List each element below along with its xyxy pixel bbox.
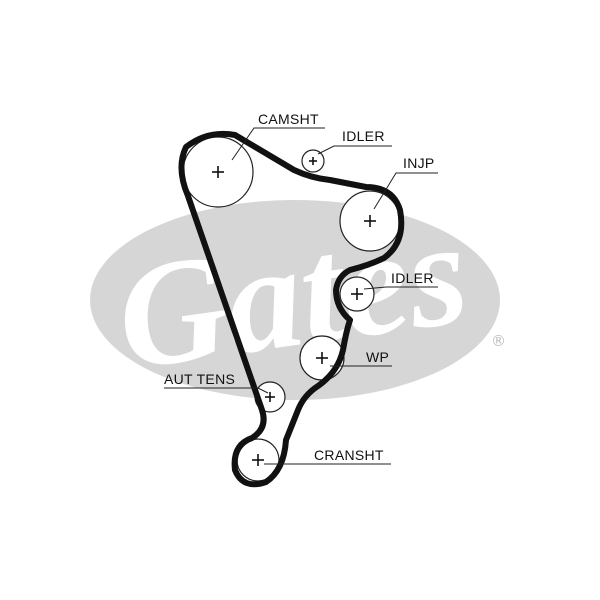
camshaft-label: CAMSHT bbox=[258, 111, 319, 127]
camshaft-center-mark bbox=[212, 166, 224, 178]
registered-mark: ® bbox=[491, 332, 506, 350]
timing-belt bbox=[178, 130, 405, 488]
logo-ellipse bbox=[90, 200, 500, 400]
leader-lines bbox=[164, 127, 438, 465]
injection-pump-leader bbox=[373, 172, 438, 210]
idler-top-label: IDLER bbox=[342, 128, 385, 144]
crankshaft-label: CRANSHT bbox=[314, 447, 384, 463]
pulley-centers bbox=[212, 157, 376, 466]
auto-tensioner-label: AUT TENS bbox=[164, 371, 235, 387]
camshaft-leader bbox=[231, 127, 325, 161]
idler-mid-leader bbox=[363, 286, 438, 290]
idler-mid-center-mark bbox=[351, 288, 363, 300]
auto-tensioner-leader bbox=[164, 387, 269, 394]
water-pump-center-mark bbox=[316, 352, 328, 364]
idler-mid-label: IDLER bbox=[391, 270, 434, 286]
water-pump-label: WP bbox=[366, 349, 389, 365]
auto-tensioner-center-mark bbox=[265, 392, 275, 402]
idler-top-leader bbox=[317, 145, 392, 155]
idler-top-center-mark bbox=[309, 157, 317, 165]
labels: CAMSHT IDLER INJP IDLER WP AUT TENS CRAN… bbox=[164, 111, 435, 463]
crankshaft-center-mark bbox=[252, 454, 264, 466]
injection-pump-center-mark bbox=[364, 215, 376, 227]
injection-pump-label: INJP bbox=[403, 155, 435, 171]
gates-logo-watermark: Gates ® bbox=[90, 189, 506, 402]
